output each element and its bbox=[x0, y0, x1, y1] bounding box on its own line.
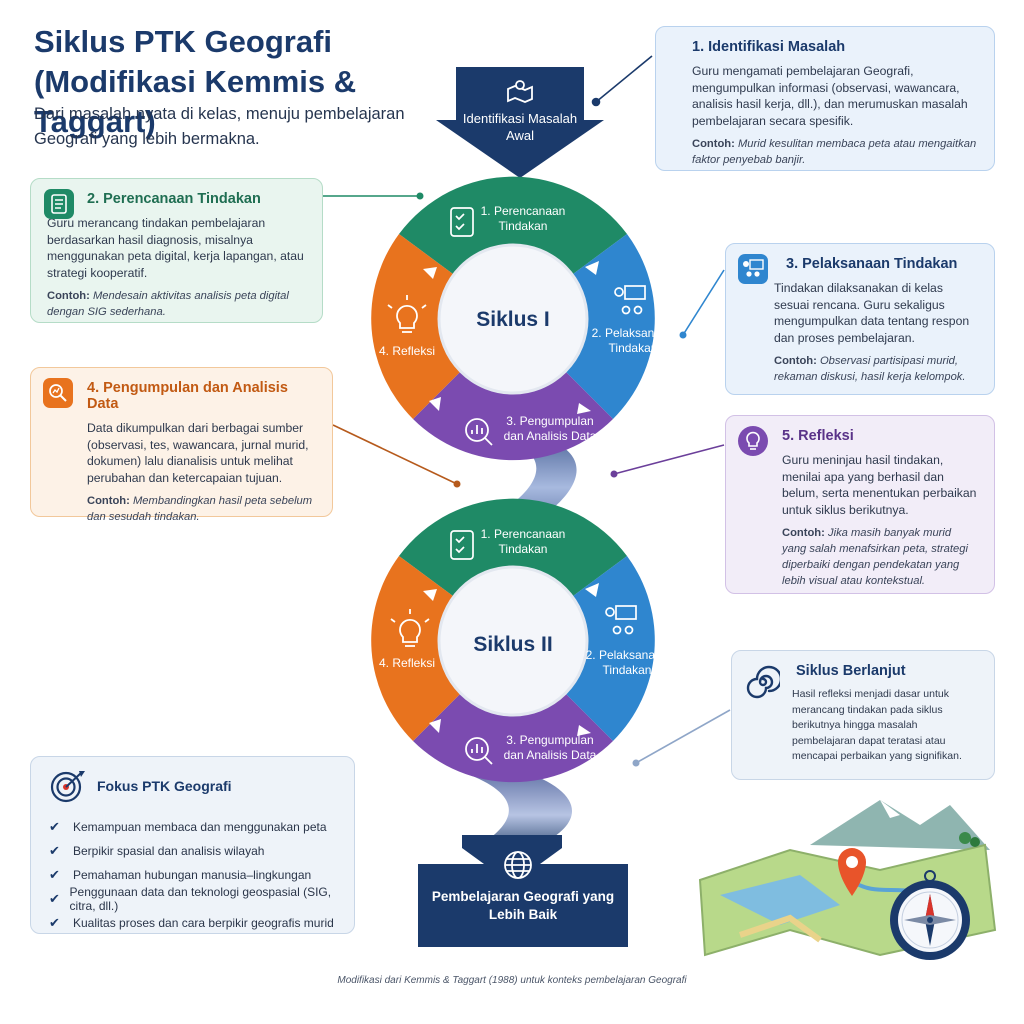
checklist-icon bbox=[450, 530, 474, 560]
cycle-1-data-segment bbox=[413, 369, 613, 461]
card-identifikasi-masalah: 1. Identifikasi Masalah Guru mengamati p… bbox=[655, 26, 995, 171]
list-item: ✔Kualitas proses dan cara berpikir geogr… bbox=[49, 915, 334, 930]
checklist-icon bbox=[450, 207, 474, 237]
card-title: Fokus PTK Geografi bbox=[97, 778, 232, 794]
cycle-2-act-segment bbox=[563, 556, 655, 741]
card-fokus-ptk: Fokus PTK Geografi ✔Kemampuan membaca da… bbox=[30, 756, 355, 934]
card-example: Contoh: Observasi partisipasi murid, rek… bbox=[774, 355, 966, 383]
cycle-2-plan-segment bbox=[399, 498, 627, 599]
list-item: ✔Pemahaman hubungan manusia–lingkungan bbox=[49, 867, 312, 882]
spiral-icon bbox=[746, 665, 783, 699]
start-node-label: Identifikasi Masalah Awal bbox=[462, 111, 578, 143]
compass-icon bbox=[890, 870, 970, 960]
page-subtitle: Dari masalah nyata di kelas, menuju pemb… bbox=[34, 105, 405, 148]
location-pin-icon bbox=[838, 848, 866, 896]
magnifier-chart-icon bbox=[43, 378, 73, 408]
list-item: ✔Berpikir spasial dan analisis wilayah bbox=[49, 843, 265, 858]
card-perencanaan-tindakan: 2. Perencanaan Tindakan Guru merancang t… bbox=[30, 178, 323, 323]
card-example: Contoh: Membandingkan hasil peta sebelum… bbox=[87, 495, 313, 523]
check-icon: ✔ bbox=[49, 843, 60, 858]
check-icon: ✔ bbox=[49, 867, 60, 882]
card-title: 5. Refleksi bbox=[782, 428, 854, 444]
end-connector-ribbon bbox=[470, 770, 573, 845]
teacher-icon bbox=[614, 285, 646, 315]
lightbulb-icon bbox=[738, 426, 768, 456]
globe-icon bbox=[504, 851, 532, 879]
cycle-1-plan-label: 1. Perencanaan Tindakan bbox=[480, 204, 566, 233]
cycle-1-reflect-label: 4. Refleksi bbox=[378, 344, 436, 358]
card-pengumpulan-analisis-data: 4. Pengumpulan dan Analisis Data Data di… bbox=[30, 367, 333, 523]
cycle-2-data-label: 3. Pengumpulan dan Analisis Data bbox=[503, 733, 597, 762]
card-example: Contoh: Murid kesulitan membaca peta ata… bbox=[692, 138, 977, 166]
map-pin-icon bbox=[507, 80, 533, 103]
card-title: 1. Identifikasi Masalah bbox=[692, 39, 846, 55]
teacher-icon bbox=[738, 254, 768, 284]
lightbulb-icon bbox=[387, 295, 427, 333]
cycle-1-ring bbox=[371, 176, 655, 461]
check-icon: ✔ bbox=[49, 819, 60, 834]
card-title: 3. Pelaksanaan Tindakan bbox=[786, 256, 958, 272]
card-title: 2. Perencanaan Tindakan bbox=[87, 191, 261, 207]
card-title: 4. Pengumpulan dan Analisis Data bbox=[87, 380, 288, 412]
cycle-1-name: Siklus I bbox=[476, 308, 550, 331]
list-item: ✔Penggunaan data dan teknologi geospasia… bbox=[49, 885, 332, 913]
cycle-1-plan-segment bbox=[399, 176, 627, 277]
cycle-1-act-label: 2. Pelaksanaan Tindakan bbox=[591, 326, 675, 355]
start-node-arrow bbox=[436, 67, 604, 178]
card-body: Hasil refleksi menjadi dasar untuk meran… bbox=[792, 688, 962, 762]
card-example: Contoh: Mendesain aktivitas analisis pet… bbox=[47, 290, 289, 318]
list-item: ✔Kemampuan membaca dan menggunakan peta bbox=[49, 819, 327, 834]
check-icon: ✔ bbox=[49, 891, 60, 906]
cycle-1-data-label: 3. Pengumpulan dan Analisis Data bbox=[503, 414, 597, 443]
card-body: Tindakan dilaksanakan di kelas sesuai re… bbox=[774, 281, 970, 345]
card-siklus-berlanjut: Siklus Berlanjut Hasil refleksi menjadi … bbox=[731, 650, 995, 780]
cycle-2-reflect-segment bbox=[371, 556, 463, 741]
cycle-2-plan-label: 1. Perencanaan Tindakan bbox=[480, 527, 566, 556]
end-node-label: Pembelajaran Geografi yang Lebih Baik bbox=[431, 889, 615, 922]
target-icon bbox=[49, 769, 89, 803]
document-icon bbox=[44, 189, 74, 219]
card-refleksi: 5. Refleksi Guru meninjau hasil tindakan… bbox=[725, 415, 995, 594]
cycle-2-reflect-label: 4. Refleksi bbox=[378, 656, 436, 670]
card-title: Siklus Berlanjut bbox=[796, 663, 906, 679]
card-pelaksanaan-tindakan: 3. Pelaksanaan Tindakan Tindakan dilaksa… bbox=[725, 243, 995, 395]
cycle-2-data-segment bbox=[413, 691, 613, 783]
title-line-2: (Modifikasi Kemmis & Taggart) bbox=[34, 64, 357, 139]
card-body: Guru mengamati pembelajaran Geografi, me… bbox=[692, 64, 968, 128]
magnifier-chart-icon bbox=[465, 418, 493, 446]
end-node-shape bbox=[418, 835, 628, 947]
cycle-1-act-segment bbox=[563, 234, 655, 419]
cycle-1-center bbox=[437, 243, 589, 395]
cycle-2-act-label: 2. Pelaksanaan Tindakan bbox=[585, 648, 669, 677]
footer-caption: Modifikasi dari Kemmis & Taggart (1988) … bbox=[337, 975, 687, 986]
page-title: Siklus PTK Geografi (Modifikasi Kemmis &… bbox=[34, 22, 454, 142]
magnifier-chart-icon bbox=[465, 737, 493, 765]
cycle-2-name: Siklus II bbox=[473, 633, 553, 656]
card-body: Guru meninjau hasil tindakan, menilai ap… bbox=[782, 453, 977, 517]
card-body: Data dikumpulkan dari berbagai sumber (o… bbox=[87, 421, 309, 485]
title-line-1: Siklus PTK Geografi bbox=[34, 24, 333, 59]
cycle-2-center bbox=[437, 565, 589, 717]
check-icon: ✔ bbox=[49, 915, 60, 930]
lightbulb-icon bbox=[390, 609, 430, 647]
teacher-icon bbox=[605, 605, 637, 635]
card-body: Guru merancang tindakan pembelajaran ber… bbox=[47, 216, 304, 280]
cycle-2-ring bbox=[371, 498, 655, 783]
focus-header: Fokus PTK Geografi bbox=[49, 769, 338, 803]
focus-list: ✔Kemampuan membaca dan menggunakan peta … bbox=[49, 815, 338, 935]
cycle-1-reflect-segment bbox=[371, 234, 463, 419]
card-example: Contoh: Jika masih banyak murid yang sal… bbox=[782, 527, 968, 587]
